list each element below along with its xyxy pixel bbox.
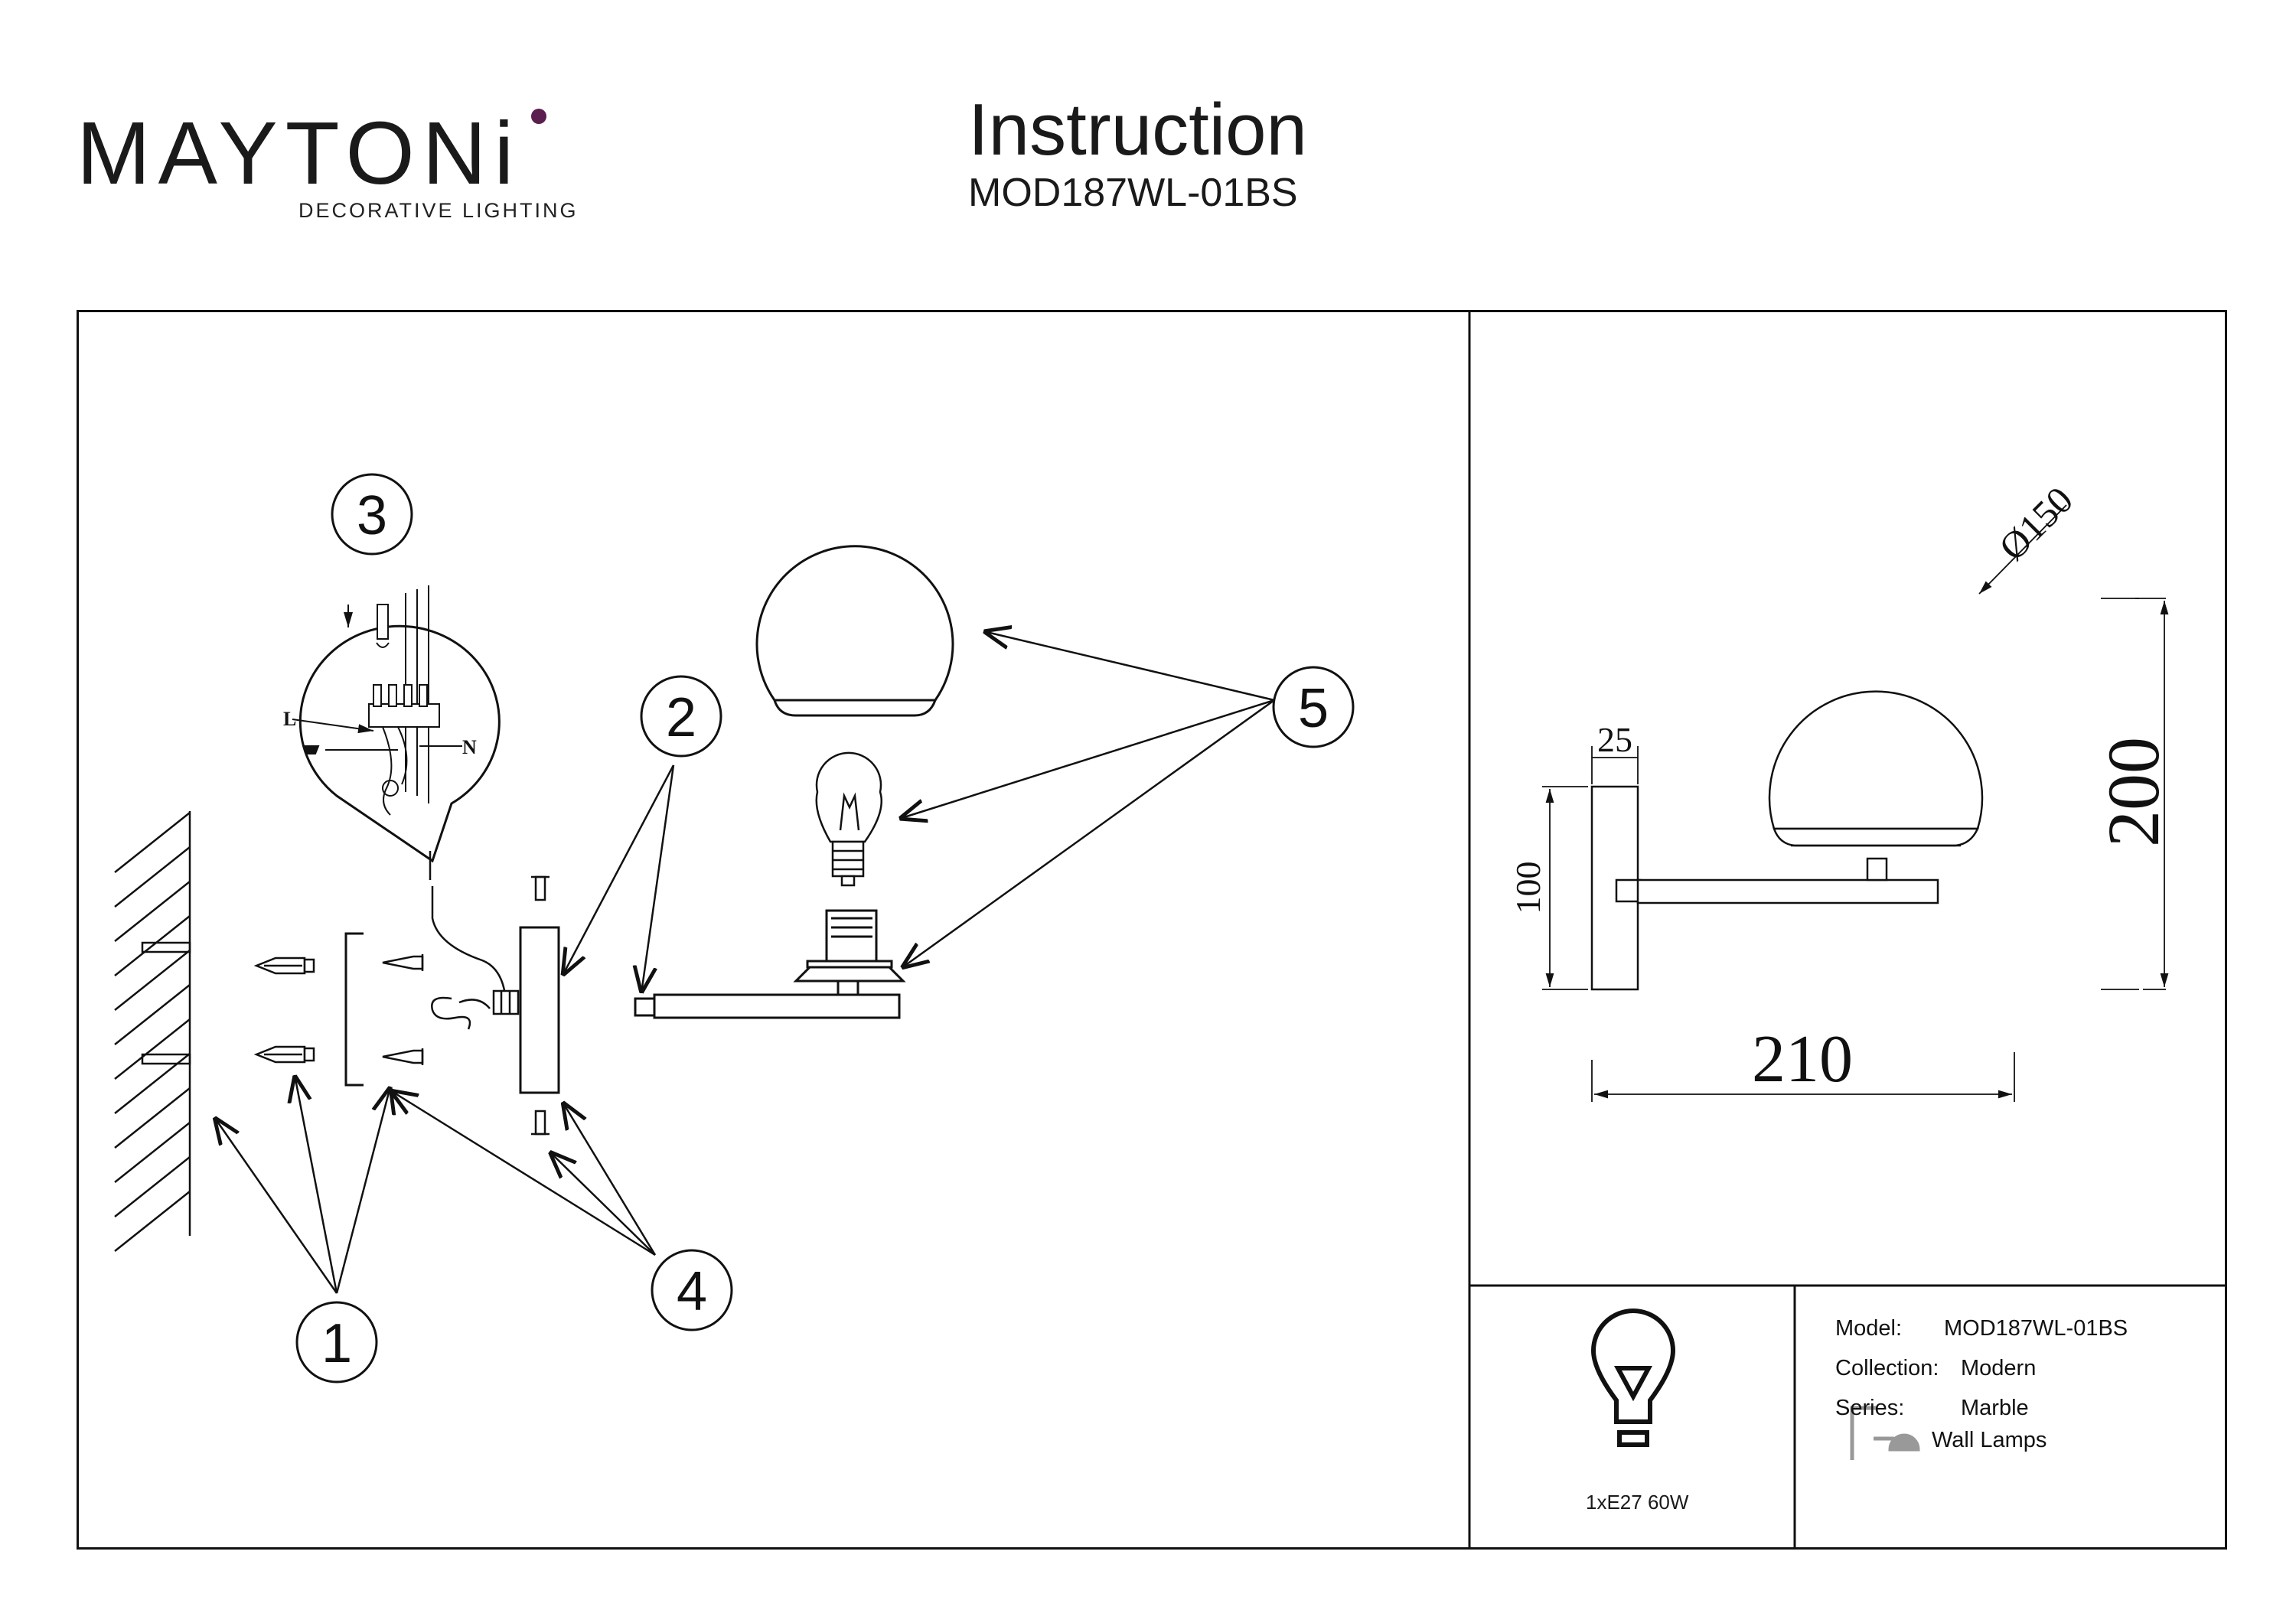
model-label: Model: <box>1835 1316 1903 1341</box>
wiring-live-label: L <box>283 708 296 730</box>
wiring-neutral-label: N <box>462 736 477 758</box>
brand-name: MAYTONi <box>77 103 522 203</box>
wiring-detail <box>298 624 501 863</box>
step-3-label: 3 <box>357 485 387 546</box>
step-4-label: 4 <box>677 1261 707 1322</box>
dim-base-width-label: 25 <box>1597 720 1632 759</box>
collection-value: Modern <box>1961 1356 2037 1380</box>
dim-height-label: 200 <box>2092 737 2174 847</box>
dim-length-label: 210 <box>1752 1022 1853 1097</box>
instruction-frame <box>77 310 2227 1550</box>
wall-hatching <box>114 811 191 1252</box>
series-value: Marble <box>1961 1396 2029 1420</box>
page-title: Instruction <box>968 89 1307 171</box>
mounting-bracket-icon <box>344 932 364 1087</box>
step-circles <box>295 473 1355 1383</box>
dimension-drawing <box>1590 690 1984 991</box>
cable-icon <box>431 886 520 1030</box>
leader-arrows <box>214 631 1275 1294</box>
wall-plate <box>519 926 560 1094</box>
plate-screw-icon <box>531 875 550 1136</box>
frame-dividers <box>1468 310 2227 1550</box>
bulb-icon <box>815 751 883 887</box>
brand-tagline: DECORATIVE LIGHTING <box>298 199 579 222</box>
bulb-spec-icon <box>1590 1309 1676 1447</box>
wall-plug-icon <box>253 957 315 1064</box>
step-2-label: 2 <box>666 687 696 748</box>
step-1-label: 1 <box>321 1313 352 1374</box>
lamp-arm <box>634 909 906 1019</box>
brand-dot-icon <box>531 109 546 124</box>
type-value: Wall Lamps <box>1932 1428 2047 1452</box>
wall-lamp-icon <box>1850 1406 1920 1460</box>
dim-diameter-label: Ø150 <box>1991 478 2081 569</box>
bulb-spec-text: 1xE27 60W <box>1586 1491 1689 1514</box>
dim-base-height-label: 100 <box>1508 862 1548 914</box>
page-model-code: MOD187WL-01BS <box>968 171 1298 215</box>
terminal-block-icon <box>292 585 462 816</box>
step-5-label: 5 <box>1298 678 1329 739</box>
dimension-lines <box>1542 504 2169 1102</box>
screw-icon <box>382 954 424 1065</box>
brand-logo: MAYTONi DECORATIVE LIGHTING <box>77 103 576 237</box>
model-value: MOD187WL-01BS <box>1944 1316 2128 1341</box>
glass-globe <box>755 545 954 717</box>
series-label: Series: <box>1835 1396 1905 1420</box>
collection-label: Collection: <box>1835 1356 1939 1380</box>
